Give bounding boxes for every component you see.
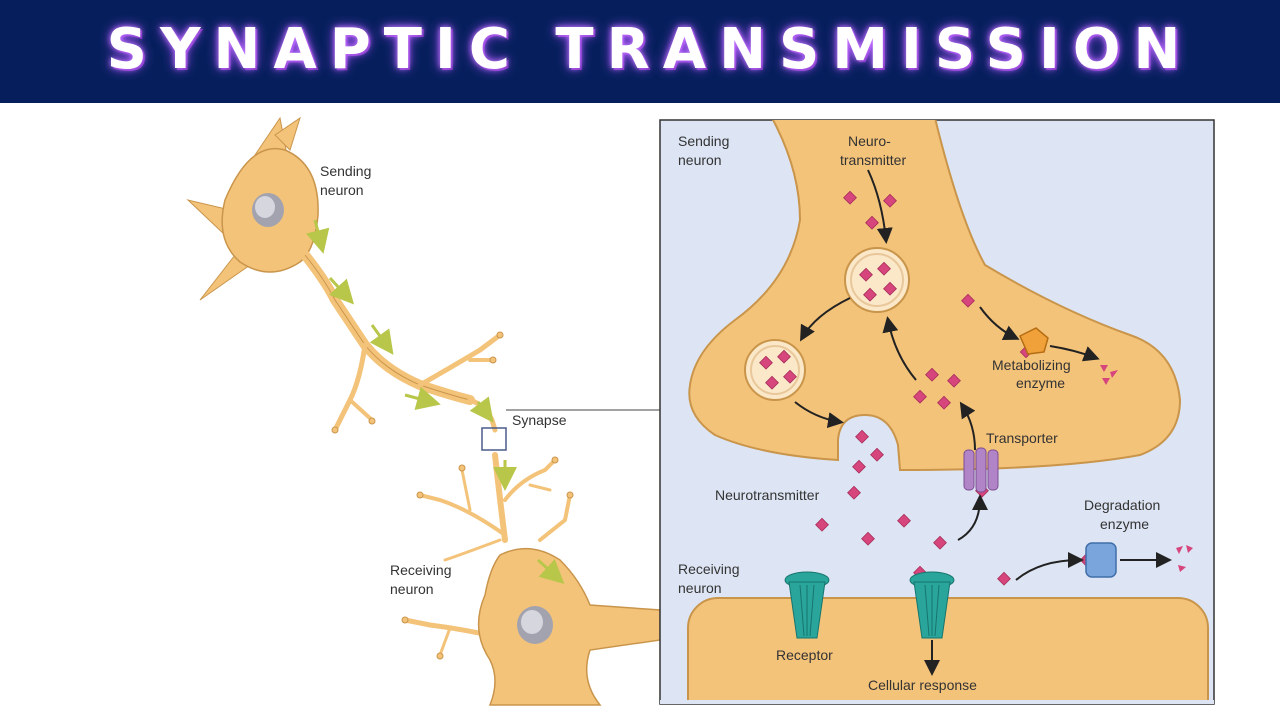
receptor-icon-left [784, 571, 830, 639]
process-arrows [794, 169, 1172, 676]
inset-neurotransmitter-top-label-2: transmitter [840, 152, 906, 168]
page-title: SYNAPTIC TRANSMISSION [106, 17, 1194, 82]
inset-sending-neuron-label-2: neuron [678, 152, 722, 168]
inset-degradation-enzyme-label-1: Degradation [1084, 497, 1160, 513]
vesicle-upper [844, 247, 910, 313]
receiving-neuron-illustration [401, 452, 661, 706]
presynaptic-terminal [688, 120, 1182, 472]
inset-metabolizing-enzyme-label-1: Metabolizing [992, 357, 1071, 373]
left-sending-neuron-label-2: neuron [320, 182, 364, 198]
degradation-enzyme-icon [1085, 542, 1117, 578]
metabolizing-enzyme-icon [1019, 327, 1049, 355]
transporter-icon [963, 447, 999, 493]
degraded-fragments [1100, 365, 1193, 572]
left-receiving-neuron-label-1: Receiving [390, 562, 451, 578]
left-synapse-label: Synapse [512, 412, 567, 428]
synapse-inset [659, 119, 1215, 705]
left-sending-neuron-label-1: Sending [320, 163, 371, 179]
left-receiving-neuron-label-2: neuron [390, 581, 434, 597]
sending-neuron-illustration [186, 116, 504, 434]
inset-transporter-label: Transporter [986, 430, 1058, 446]
inset-sending-neuron-label-1: Sending [678, 133, 729, 149]
title-banner: SYNAPTIC TRANSMISSION [0, 0, 1280, 103]
inset-receiving-neuron-label-1: Receiving [678, 561, 739, 577]
inset-cellular-response-label: Cellular response [868, 677, 977, 693]
inset-metabolizing-enzyme-label-2: enzyme [1016, 375, 1065, 391]
vesicle-lower [744, 339, 806, 401]
receptor-icon-right [909, 571, 955, 639]
inset-neurotransmitter-top-label-1: Neuro- [848, 133, 891, 149]
inset-receiving-neuron-label-2: neuron [678, 580, 722, 596]
synapse-marker-box [481, 427, 507, 451]
inset-neurotransmitter-label: Neurotransmitter [715, 487, 820, 503]
inset-receptor-label: Receptor [776, 647, 833, 663]
inset-degradation-enzyme-label-2: enzyme [1100, 516, 1149, 532]
